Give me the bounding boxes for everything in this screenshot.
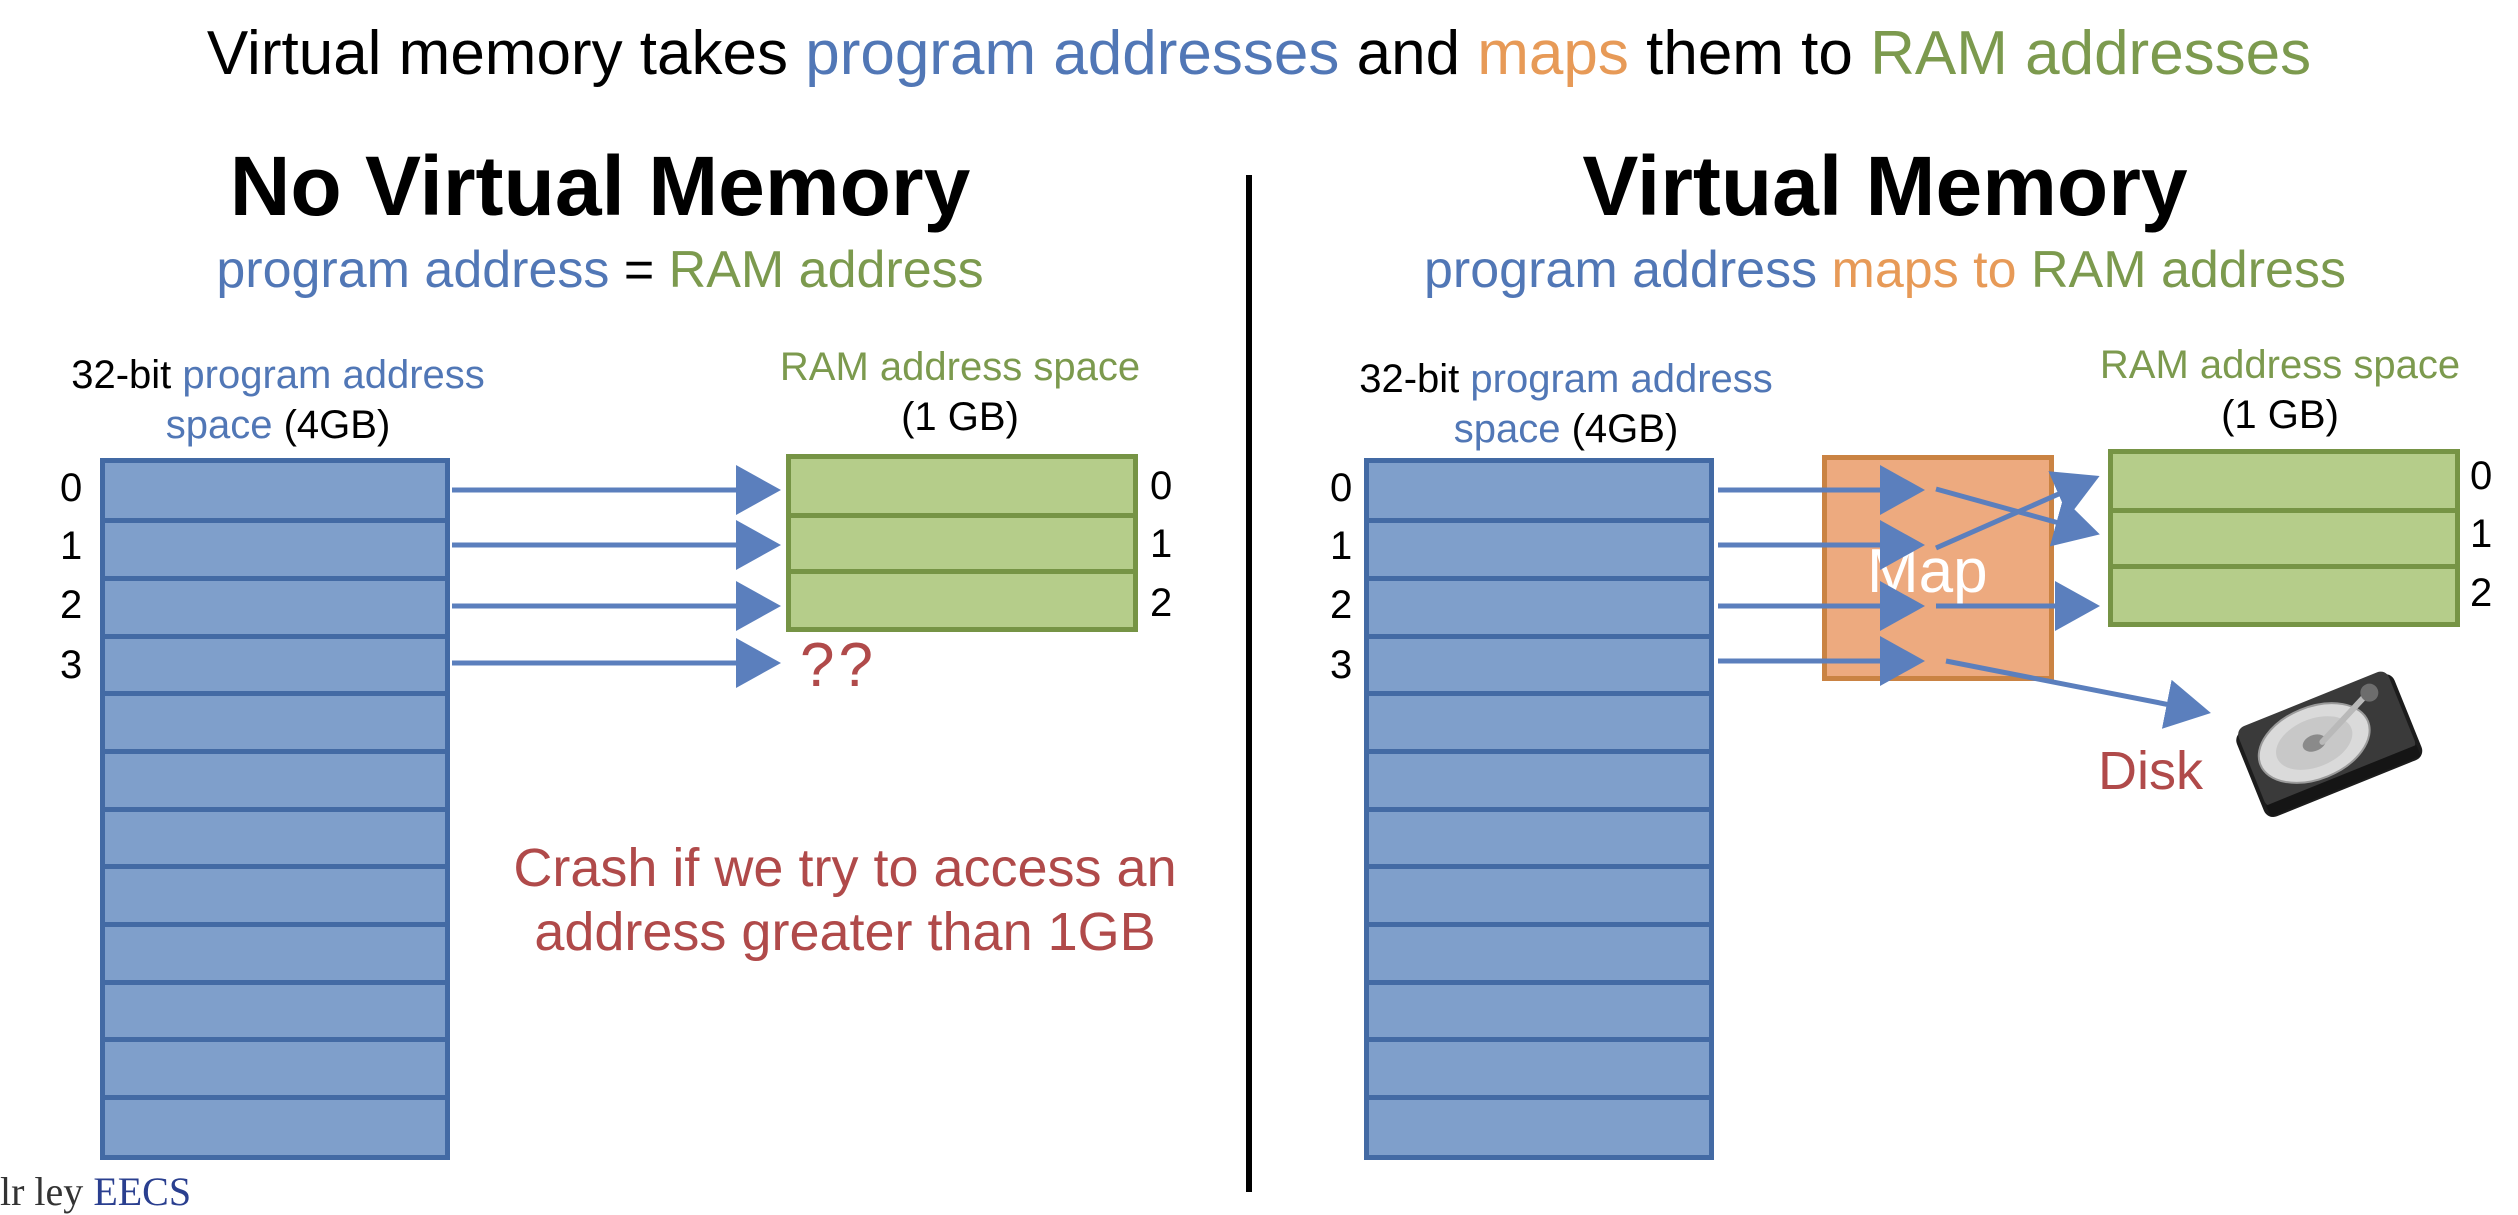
address-row-divider [1369,864,1709,870]
left-program-space-label: 32-bit program address space (4GB) [38,350,518,450]
left-ram-label-2: (1 GB) [901,395,1019,439]
address-row-divider [1369,748,1709,754]
address-row-divider [105,1037,445,1043]
right-ram-index: 1 [2470,512,2493,556]
hard-disk-icon [2236,671,2423,818]
headline-text-1: Virtual memory takes [206,19,806,88]
right-prog-label-suffix: (4GB) [1560,407,1679,451]
right-sub-ram: RAM address [2030,241,2346,299]
slide-headline: Virtual memory takes program addresses a… [0,18,2518,89]
right-prog-index: 3 [1330,643,1353,687]
right-prog-index: 0 [1330,466,1353,510]
left-prog-label-suffix: (4GB) [272,403,391,447]
left-prog-label-blue-1: program address [182,353,485,397]
right-prog-index: 2 [1330,583,1353,627]
crash-note: Crash if we try to access an address gre… [470,836,1220,964]
address-row-divider [2113,507,2455,513]
left-program-address-space [100,458,450,1160]
address-row-divider [1369,806,1709,812]
crash-note-line-2: address greater than 1GB [534,902,1156,962]
right-program-space-label: 32-bit program address space (4GB) [1326,354,1806,454]
address-row-divider [1369,633,1709,639]
address-row-divider [2113,563,2455,569]
right-prog-label-blue-2: space [1453,407,1561,451]
right-ram-label-1: RAM address space [2099,343,2461,387]
right-prog-index: 1 [1330,524,1353,568]
left-sub-program: program address [216,241,610,299]
address-row-divider [1369,921,1709,927]
map-label: Map [1867,537,1988,606]
address-row-divider [105,921,445,927]
address-row-divider [105,864,445,870]
address-row-divider [791,512,1133,518]
left-ram-index: 2 [1150,581,1173,625]
right-prog-label-blue-1: program address [1470,357,1773,401]
right-ram-space-label: RAM address space (1 GB) [2040,340,2518,440]
left-sub-ram: RAM address [668,241,984,299]
address-row-divider [105,979,445,985]
left-prog-label-prefix: 32-bit [71,353,183,397]
address-row-divider [1369,979,1709,985]
address-row-divider [105,575,445,581]
address-row-divider [105,691,445,697]
panel-divider [1246,175,1252,1192]
left-sub-eq: = [609,241,669,299]
right-ram-index: 0 [2470,454,2493,498]
headline-program-addresses: program addresses [805,19,1340,88]
disk-label: Disk [2098,741,2203,801]
right-sub-program: program address [1424,241,1818,299]
left-prog-index: 1 [60,524,83,568]
left-panel-title: No Virtual Memory [229,139,971,233]
right-program-address-space [1364,458,1714,1160]
address-row-divider [105,806,445,812]
right-ram-index: 2 [2470,571,2493,615]
right-ram-label-2: (1 GB) [2221,393,2339,437]
address-row-divider [1369,518,1709,524]
left-panel-subtitle: program address = RAM address [0,240,1200,300]
headline-ram-addresses: RAM addresses [1870,19,2312,88]
right-prog-label-prefix: 32-bit [1359,357,1471,401]
address-row-divider [1369,575,1709,581]
unknown-address-marker: ?? [800,631,877,700]
left-ram-index: 0 [1150,464,1173,508]
left-ram-address-space [786,454,1138,632]
left-prog-index: 2 [60,583,83,627]
crash-note-line-1: Crash if we try to access an [513,838,1177,898]
address-map: Map [1822,455,2054,681]
right-sub-maps: maps to [1817,241,2031,299]
address-row-divider [1369,1094,1709,1100]
headline-maps: maps [1477,19,1629,88]
address-row-divider [105,633,445,639]
left-prog-label-blue-2: space [165,403,273,447]
left-ram-space-label: RAM address space (1 GB) [720,342,1200,442]
headline-text-3: them to [1628,19,1871,88]
address-row-divider [1369,1037,1709,1043]
left-prog-index: 0 [60,466,83,510]
left-prog-index: 3 [60,643,83,687]
headline-text-2: and [1339,19,1478,88]
address-row-divider [1369,691,1709,697]
right-ram-address-space [2108,449,2460,627]
address-row-divider [105,518,445,524]
address-row-divider [105,748,445,754]
right-panel-subtitle: program address maps to RAM address [1270,240,2500,300]
left-ram-label-1: RAM address space [779,345,1141,389]
address-row-divider [791,568,1133,574]
address-row-divider [105,1094,445,1100]
left-ram-index: 1 [1150,522,1173,566]
right-panel-title: Virtual Memory [1582,139,2188,233]
